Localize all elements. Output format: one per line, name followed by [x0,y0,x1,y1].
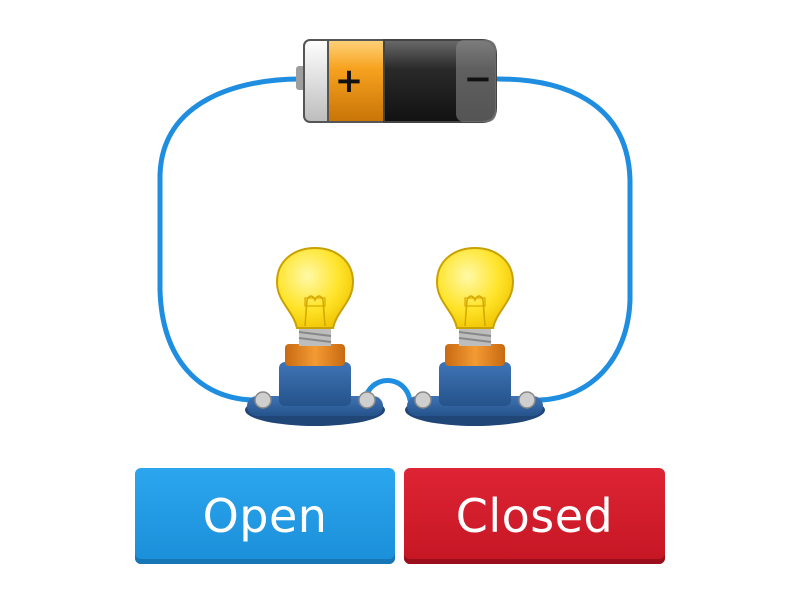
bulb-2-socket [445,344,505,366]
closed-button[interactable]: Closed [404,468,665,564]
bulb-1-pedestal [279,362,351,406]
battery-positive-symbol: + [335,61,364,101]
open-button[interactable]: Open [135,468,395,564]
wire-right [495,76,633,403]
open-button-label: Open [202,489,328,543]
bulb-1-socket [285,344,345,366]
battery: + − [296,39,497,123]
bulb-1 [245,246,385,426]
wire-left [157,76,303,403]
bulb-2-glass [435,246,515,329]
bulb-1-glass [275,246,355,329]
closed-button-label: Closed [455,489,614,543]
circuit-wire [157,76,633,403]
bulb-2-screw-right [518,391,536,409]
circuit-diagram: + − [157,39,633,426]
bulb-2-pedestal [439,362,511,406]
bulb-2-screw-left [414,391,432,409]
bulb-1-screw-right [358,391,376,409]
bulb-2 [405,246,545,426]
battery-negative-symbol: − [464,59,493,99]
bulb-1-screw-left [254,391,272,409]
